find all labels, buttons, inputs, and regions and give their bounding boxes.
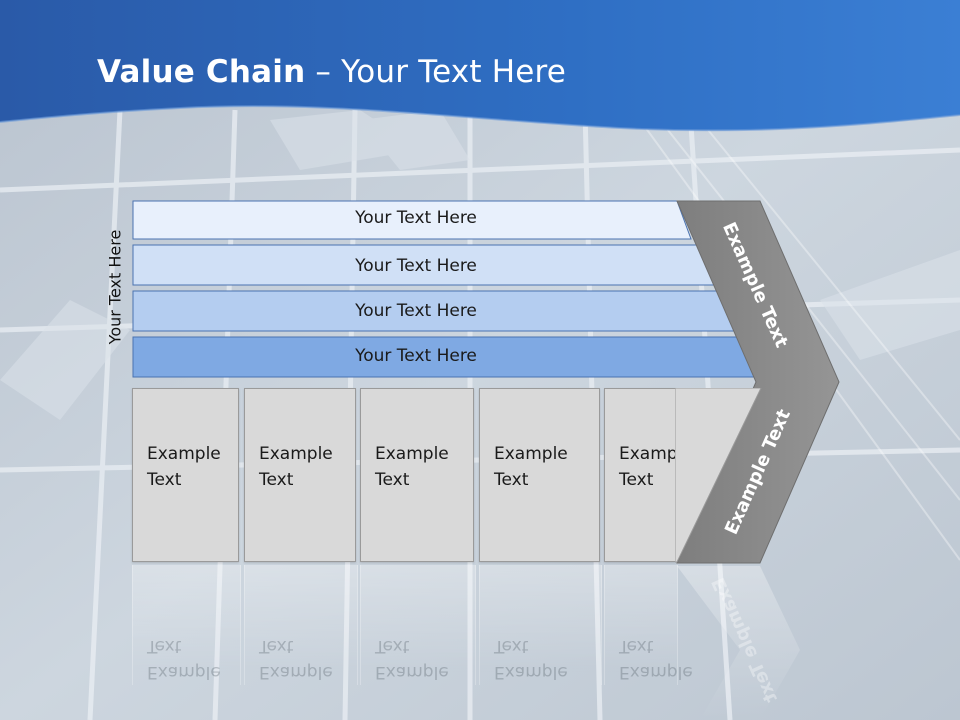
- title-rest: – Your Text Here: [305, 54, 567, 90]
- box-reflection-3-line1: Example: [375, 662, 449, 682]
- box-5-slant: [675, 388, 762, 563]
- box-reflection-4-line1: Example: [494, 662, 568, 682]
- box-reflection-text-4: Example Text: [494, 633, 568, 685]
- box-reflection-5-line1: Example: [619, 662, 693, 682]
- box-reflection-2: Example Text: [244, 565, 358, 685]
- box-reflection-3-line2: Text: [375, 636, 410, 656]
- box-5-line2: Text: [619, 470, 654, 490]
- bar-label-3: Your Text Here: [355, 301, 477, 321]
- box-reflection-2-line1: Example: [259, 662, 333, 682]
- bar-label-2: Your Text Here: [355, 256, 477, 276]
- bar-label-1: Your Text Here: [355, 208, 477, 228]
- box-reflection-text-5: Example Text: [619, 633, 693, 685]
- box-3-line2: Text: [375, 470, 410, 490]
- title-bold: Value Chain: [97, 54, 306, 90]
- bar-label-4: Your Text Here: [355, 346, 477, 366]
- box-2-line1: Example: [259, 444, 333, 464]
- box-4-line1: Example: [494, 444, 568, 464]
- box-reflection-text-1: Example Text: [147, 633, 221, 685]
- box-reflection-1-line1: Example: [147, 662, 221, 682]
- box-2-line2: Text: [259, 470, 294, 490]
- box-5-line1: Example: [619, 444, 693, 464]
- box-reflection-2-line2: Text: [259, 636, 294, 656]
- box-reflection-text-2: Example Text: [259, 633, 333, 685]
- side-label: Your Text Here: [105, 229, 125, 345]
- box-reflection-4-line2: Text: [494, 636, 529, 656]
- box-reflection-5: Example Text: [604, 565, 693, 685]
- box-4-line2: Text: [494, 470, 529, 490]
- box-1-line1: Example: [147, 444, 221, 464]
- box-1-line2: Text: [147, 470, 182, 490]
- slide-title: Value Chain – Your Text Here: [97, 54, 566, 90]
- box-reflection-1-line2: Text: [147, 636, 182, 656]
- box-reflection-1: Example Text: [132, 565, 241, 685]
- box-reflection-3: Example Text: [360, 565, 476, 685]
- box-reflection-text-3: Example Text: [375, 633, 449, 685]
- box-3-line1: Example: [375, 444, 449, 464]
- box-reflection-5-line2: Text: [619, 636, 654, 656]
- box-reflection-4: Example Text: [479, 565, 602, 685]
